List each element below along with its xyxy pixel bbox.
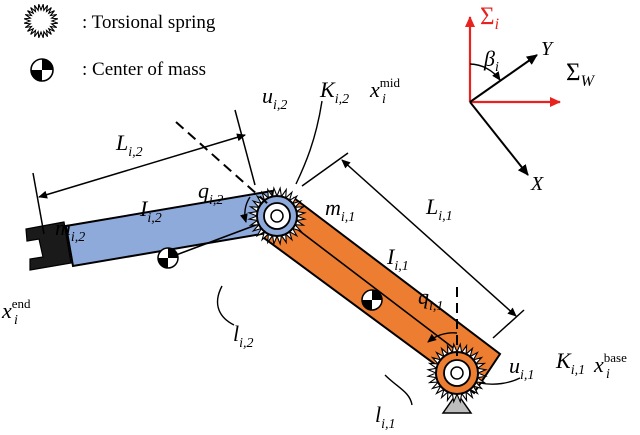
l-i2-length-label: Li,2 [115,130,143,160]
legend-mass: : Center of mass [30,58,206,82]
l-i2-com-distance-label: li,2 [233,321,254,351]
link-2 [25,189,281,271]
sigma-w-label: ΣW [566,59,596,90]
sigma-i-label: Σi [480,3,499,33]
q-i1-angle-label: qi,1 [418,284,443,314]
i-i1-inertia-label: Ii,1 [386,244,409,274]
l-i1-com-distance-label: li,1 [375,402,396,432]
u-i2-input-label: ui,2 [262,83,287,113]
base-joint-leader [479,377,521,385]
link-1-com-line [279,215,457,351]
mid-joint [247,186,307,246]
k-i2-stiffness-label: Ki,2 [319,77,349,107]
m-i1-mass-label: mi,1 [325,195,355,225]
l-i1-dimension [341,159,517,317]
mid-joint-leader [295,100,323,185]
link-1-center-of-mass-icon [361,289,383,311]
link-2-center-of-mass-icon [157,247,179,269]
beta-angle-arc [469,63,501,81]
q-i1-angle-arc [427,332,458,343]
k-i1-stiffness-label: Ki,1 [555,348,585,378]
l-i2-dimension [38,133,246,199]
legend-spring: : Torsional spring [23,3,216,39]
labels: Li,2 mi,2 Ii,2 qi,2 li,2 Li,1 mi,1 Ii,1 … [1,75,627,432]
q-i2-angle-label: qi,2 [198,178,223,208]
coordinate-frames: Σi βi Y ΣW X [465,3,596,195]
x-axis-label: X [530,173,544,195]
spring-teeth [23,3,59,39]
l-i1-extension-bottom [492,309,525,339]
m-i2-mass-label: mi,2 [55,215,85,245]
base-support-triangle [441,391,473,414]
l-i1-leader [384,374,413,406]
l-i2-extension-left [32,172,45,235]
l-i1-length-label: Li,1 [425,194,453,224]
l-i2-extension-right [234,109,256,186]
l-i2-leader [216,285,235,326]
beta-label: βi [483,46,499,75]
torsional-spring-icon [23,3,59,39]
u-i1-input-label: ui,1 [509,353,534,383]
legend-spring-label: : Torsional spring [82,12,216,33]
y-axis-label: Y [541,38,554,60]
l-i1-extension-top [301,152,349,187]
end-effector-gripper [25,221,72,271]
i-i2-inertia-label: Ii,2 [139,196,162,226]
center-of-mass-icon [30,58,54,82]
q-i2-reference-line [175,121,269,205]
legend-mass-label: : Center of mass [82,59,206,80]
dimension-lines [32,100,525,406]
x-axis-arrow [469,101,529,176]
q-i2-angle-arc [239,196,251,223]
y-axis-arrow [469,54,538,103]
